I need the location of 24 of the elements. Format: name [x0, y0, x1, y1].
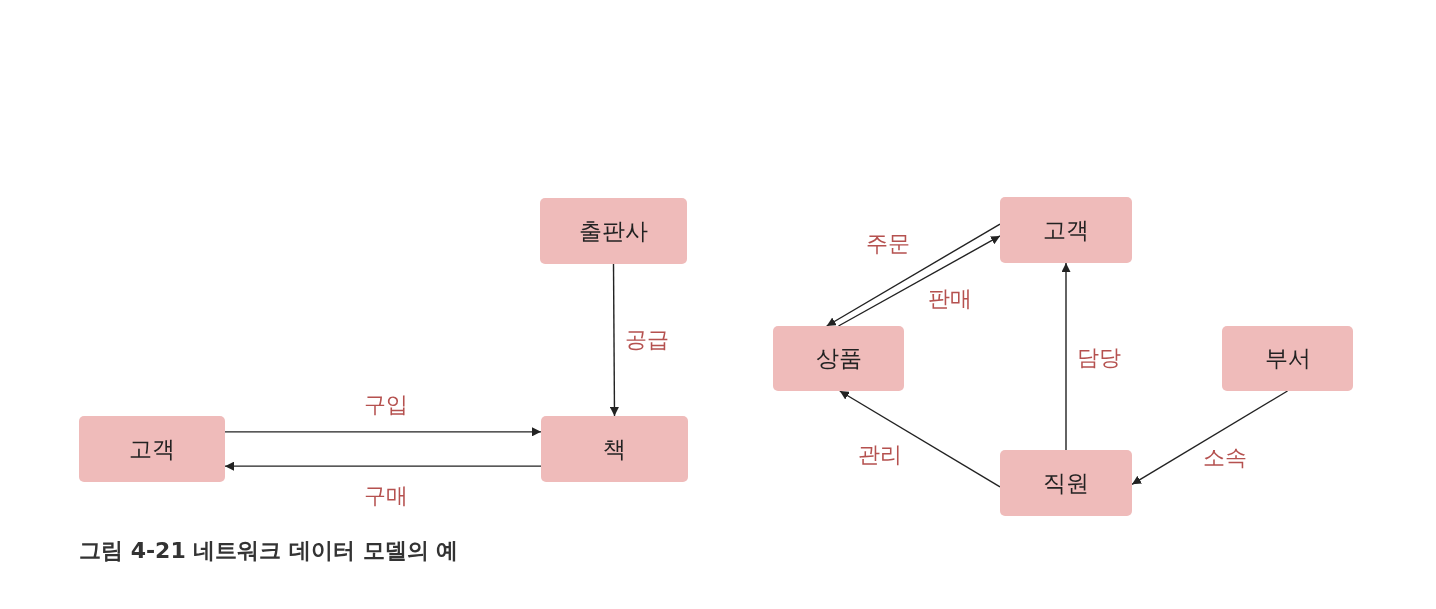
edge-label: 관리	[858, 441, 902, 469]
arrow	[1131, 390, 1289, 485]
arrow	[224, 461, 542, 471]
arrow	[224, 427, 542, 437]
entity-box: 고객	[79, 416, 225, 482]
entity-box: 상품	[773, 326, 904, 391]
entity-box: 출판사	[540, 198, 687, 264]
entity-box: 부서	[1222, 326, 1353, 391]
arrow	[1061, 262, 1071, 451]
edge-label: 구매	[364, 482, 408, 510]
arrow	[609, 263, 619, 417]
arrow	[826, 223, 1001, 327]
entity-box: 직원	[1000, 450, 1132, 516]
figure-caption: 그림 4-21 네트워크 데이터 모델의 예	[79, 537, 459, 565]
edge-label: 소속	[1203, 444, 1247, 472]
entity-box: 고객	[1000, 197, 1132, 263]
arrow	[837, 235, 1001, 327]
edge-label: 담당	[1077, 344, 1121, 372]
arrow	[839, 390, 1001, 488]
edge-label: 주문	[866, 230, 910, 258]
edge-label: 판매	[928, 285, 972, 313]
entity-box: 책	[541, 416, 688, 482]
edge-label: 공급	[625, 326, 669, 354]
edge-label: 구입	[364, 391, 408, 419]
